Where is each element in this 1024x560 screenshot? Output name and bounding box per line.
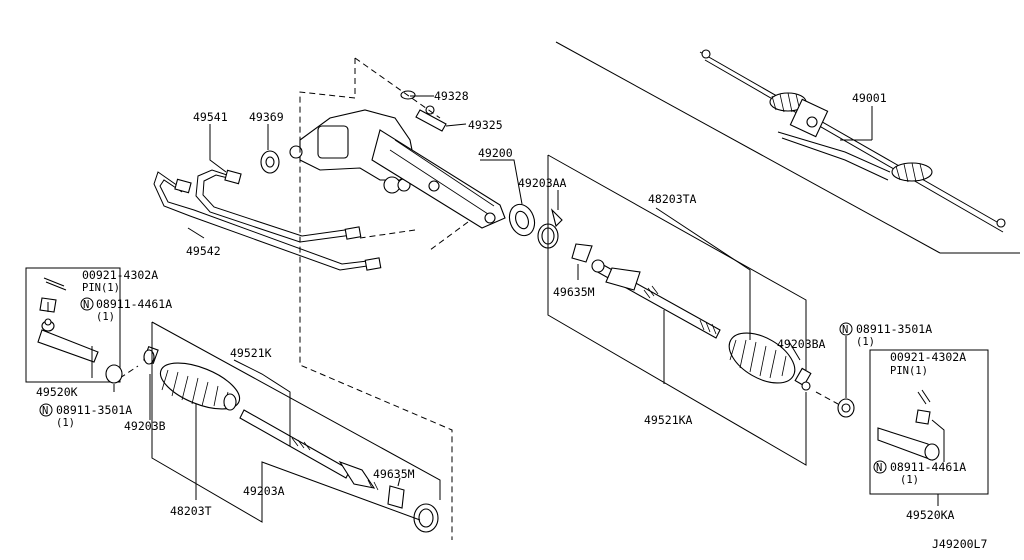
right-nut-code: 08911-3501A	[856, 322, 932, 336]
label-49328: 49328	[434, 89, 469, 103]
right-box-nut-qty: (1)	[900, 474, 919, 486]
label-49325: 49325	[468, 118, 503, 132]
label-48203T: 48203T	[170, 504, 212, 518]
right-tie-rod-end-box	[869, 349, 989, 495]
left-box-nut-qty: (1)	[96, 311, 115, 323]
right-pin-code: 00921-4302A	[890, 350, 966, 364]
label-48203TA: 48203TA	[648, 192, 697, 206]
left-nut-code: 08911-3501A	[56, 403, 132, 417]
label-49635M-right: 49635M	[553, 285, 595, 299]
label-49369: 49369	[249, 110, 284, 124]
label-49520K: 49520K	[36, 385, 78, 399]
diagram-code: J49200L7	[932, 537, 987, 551]
feed-tube-assembly	[153, 169, 382, 271]
label-49520KA: 49520KA	[906, 508, 955, 522]
right-nut-n-marker-circle	[839, 322, 853, 336]
label-49203BA: 49203BA	[777, 337, 826, 351]
right-nut-n-marker: N	[842, 324, 848, 336]
right-box-n-marker: N	[876, 462, 882, 474]
label-49203AA: 49203AA	[518, 176, 567, 190]
left-pin-code: 00921-4302A	[82, 268, 158, 282]
right-box-n-marker-circle	[873, 460, 887, 474]
right-pin-label: PIN(1)	[890, 365, 928, 377]
right-box-nut-code: 08911-4461A	[890, 460, 966, 474]
label-49521K: 49521K	[230, 346, 272, 360]
label-49541: 49541	[193, 110, 228, 124]
label-49001: 49001	[852, 91, 887, 105]
left-box-n-marker: N	[83, 299, 89, 311]
left-nut-qty: (1)	[56, 417, 75, 429]
right-tie-rod-end	[837, 389, 940, 461]
steering-gear-assembly-thumbnail: 49001	[555, 41, 1020, 254]
left-tie-rod-end-box	[25, 267, 121, 383]
left-inner-socket-boot	[143, 346, 439, 533]
label-49635M-left: 49635M	[373, 467, 415, 481]
left-pin-label: PIN(1)	[82, 282, 120, 294]
label-49542: 49542	[186, 244, 221, 258]
left-nut-n-marker-circle	[39, 403, 53, 417]
rack-housing-seal	[508, 203, 563, 249]
left-nut-n-marker: N	[42, 405, 48, 417]
label-49521KA: 49521KA	[644, 413, 693, 427]
left-box-n-marker-circle	[80, 297, 94, 311]
leader-lines	[47, 95, 945, 506]
gear-housing-assembly	[260, 90, 506, 229]
right-inner-socket-boot	[571, 243, 812, 391]
label-49203B: 49203B	[124, 419, 166, 433]
left-tie-rod-end	[37, 277, 123, 384]
label-49200: 49200	[478, 146, 513, 160]
left-box-nut-code: 08911-4461A	[96, 297, 172, 311]
label-49203A: 49203A	[243, 484, 285, 498]
right-nut-qty: (1)	[856, 336, 875, 348]
